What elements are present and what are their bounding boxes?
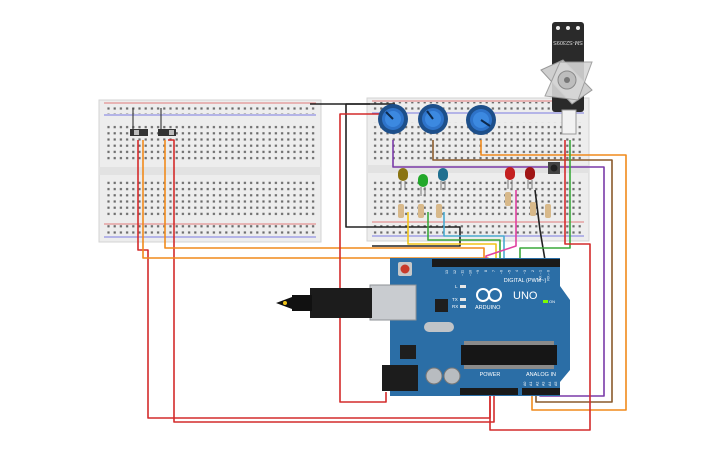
- wire-black-button[interactable]: [534, 189, 547, 267]
- wire-yellow-led1[interactable]: [407, 212, 497, 266]
- analog-pin-label: A2: [535, 382, 539, 386]
- resistor-2[interactable]: [418, 204, 424, 218]
- servo-label: SM-S2309S: [553, 39, 583, 45]
- brand-label: ARDUINO: [475, 305, 501, 311]
- analog-pin-label: A5: [554, 382, 558, 386]
- wire-green-led2[interactable]: [427, 212, 501, 266]
- atmega-chip: [461, 345, 557, 365]
- capacitor-1: [425, 367, 443, 385]
- led-green[interactable]: [418, 174, 428, 196]
- led-red-1[interactable]: [505, 167, 515, 189]
- resistor-6[interactable]: [545, 204, 551, 218]
- potentiometer-3[interactable]: [466, 105, 496, 135]
- wire-red-5v-loop[interactable]: [339, 113, 387, 403]
- potentiometer-1[interactable]: [378, 104, 408, 134]
- resistor-5[interactable]: [530, 202, 536, 216]
- analog-pin-label: A3: [542, 382, 546, 386]
- usb-connector[interactable]: [276, 284, 417, 321]
- wire-green-servo[interactable]: [519, 140, 571, 266]
- wire-teal-led3[interactable]: [443, 212, 505, 266]
- slide-switch-2[interactable]: [158, 108, 176, 136]
- rx-led-label: RX: [452, 304, 458, 309]
- digital-pin-label: 12: [453, 270, 457, 274]
- analog-pin-label: A1: [529, 382, 533, 386]
- digital-pin-label: ~9: [476, 270, 480, 274]
- wire-orange-switch2[interactable]: [164, 140, 485, 266]
- digital-pin-label: ~6: [500, 270, 504, 274]
- resistor-1[interactable]: [398, 204, 404, 218]
- capacitor-2: [443, 367, 461, 385]
- wire-black-gnd-loop[interactable]: [345, 103, 461, 247]
- wire-brown-pot2[interactable]: [432, 140, 613, 403]
- regulator: [400, 345, 416, 359]
- digital-label: DIGITAL (PWM~): [504, 278, 547, 284]
- led-olive[interactable]: [398, 168, 408, 190]
- analog-label: ANALOG IN: [526, 372, 556, 378]
- digital-pin-label: 13: [445, 270, 449, 274]
- arduino-logo: [476, 288, 502, 302]
- power-jack[interactable]: [382, 365, 418, 391]
- resistor-4[interactable]: [505, 192, 511, 206]
- wire-orange-pot3[interactable]: [480, 140, 627, 411]
- pushbutton[interactable]: [548, 162, 560, 174]
- digital-pin-label: ~11: [461, 270, 465, 276]
- on-label: ON: [549, 299, 555, 304]
- wire-red-servo[interactable]: [489, 140, 591, 431]
- usb-chip: [435, 299, 448, 312]
- analog-pin-label: A4: [548, 382, 552, 386]
- resistors: [398, 192, 551, 218]
- slide-switch-1[interactable]: [130, 108, 148, 136]
- digital-pin-label: RX←0: [546, 270, 550, 281]
- analog-pin-label: A0: [523, 382, 527, 386]
- model-label: UNO: [513, 290, 538, 302]
- digital-pin-label: 7: [492, 270, 496, 272]
- digital-pin-label: ~5: [507, 270, 511, 274]
- potentiometer-2[interactable]: [418, 104, 448, 134]
- tx-led-label: TX: [452, 297, 458, 302]
- digital-pin-label: 4: [515, 270, 519, 272]
- servo-motor[interactable]: SM-S2309S: [540, 22, 593, 135]
- resistor-3[interactable]: [436, 204, 442, 218]
- digital-pin-label: 2: [531, 270, 535, 272]
- digital-pin-label: 8: [484, 270, 488, 272]
- digital-pin-label: TX→1: [539, 270, 543, 280]
- digital-pin-label: ~3: [523, 270, 527, 274]
- crystal: [424, 322, 454, 332]
- led-teal[interactable]: [438, 168, 448, 190]
- led-red-2[interactable]: [525, 167, 535, 189]
- servo-horn: [540, 59, 593, 105]
- digital-pin-label: ~10: [468, 270, 472, 276]
- breadboard-left[interactable]: [98, 99, 322, 243]
- wire-red-switch2[interactable]: [168, 139, 495, 423]
- l-led-label: L: [455, 284, 458, 289]
- power-label: POWER: [480, 372, 501, 378]
